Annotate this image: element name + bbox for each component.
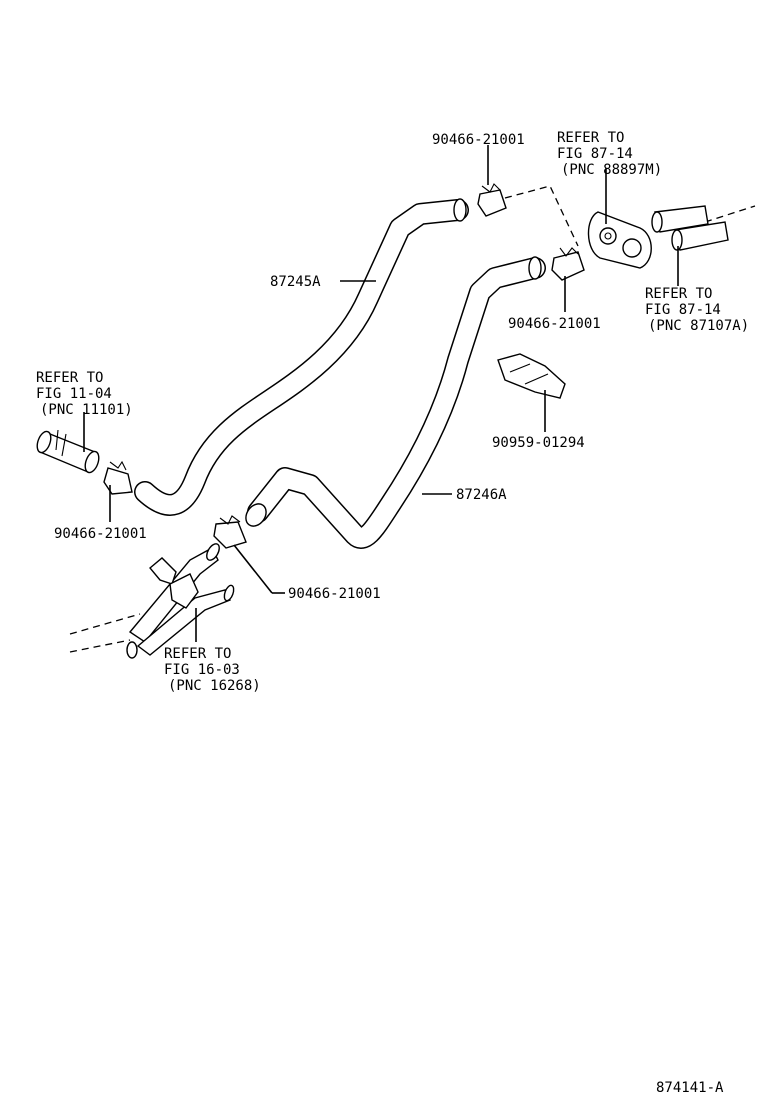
heater-pipes bbox=[651, 205, 729, 251]
clamp-left-shape bbox=[103, 460, 133, 495]
ref-line: FIG 16-03 bbox=[164, 662, 240, 678]
ref-line: FIG 87-14 bbox=[557, 146, 633, 162]
label-clamp-left: 90466-21001 bbox=[54, 526, 147, 542]
label-clamp-top: 90466-21001 bbox=[432, 132, 525, 148]
dashed-lines bbox=[69, 185, 756, 653]
ref-line: FIG 87-14 bbox=[645, 302, 721, 318]
ref-line: (PNC 16268) bbox=[168, 678, 261, 694]
label-clamp-bracket: 90959-01294 bbox=[492, 435, 585, 451]
label-hose-87245a: 87245A bbox=[270, 274, 321, 290]
ref-line: (PNC 11101) bbox=[40, 402, 133, 418]
engine-outlet-pipe bbox=[36, 429, 100, 474]
clamp-top-shape bbox=[477, 183, 507, 217]
ref-fig-87-14-a: REFER TO FIG 87-14 (PNC 88897M) bbox=[557, 130, 662, 178]
clamp-bottom-shape bbox=[213, 515, 247, 549]
ref-line: (PNC 87107A) bbox=[648, 318, 749, 334]
leader-lines bbox=[83, 145, 679, 642]
hose-87245a-shape bbox=[134, 198, 469, 516]
ref-line: (PNC 88897M) bbox=[561, 162, 662, 178]
figure-id: 874141-A bbox=[656, 1080, 724, 1096]
label-clamp-bottom: 90466-21001 bbox=[288, 586, 381, 602]
label-clamp-right: 90466-21001 bbox=[508, 316, 601, 332]
clamp-right-shape bbox=[551, 247, 585, 281]
ref-line: FIG 11-04 bbox=[36, 386, 112, 402]
ref-fig-11-04: REFER TO FIG 11-04 (PNC 11101) bbox=[36, 370, 133, 418]
ref-fig-87-14-b: REFER TO FIG 87-14 (PNC 87107A) bbox=[645, 286, 749, 334]
hose-87246a-shape bbox=[245, 256, 546, 549]
clamp-bracket-shape bbox=[497, 353, 566, 399]
label-hose-87246a: 87246A bbox=[456, 487, 507, 503]
ref-line: REFER TO bbox=[557, 130, 624, 146]
ref-fig-16-03: REFER TO FIG 16-03 (PNC 16268) bbox=[164, 646, 261, 694]
water-pipe-assembly bbox=[126, 543, 235, 659]
ref-line: REFER TO bbox=[164, 646, 231, 662]
ref-line: REFER TO bbox=[36, 370, 103, 386]
grommet-plate bbox=[587, 211, 652, 269]
ref-line: REFER TO bbox=[645, 286, 712, 302]
